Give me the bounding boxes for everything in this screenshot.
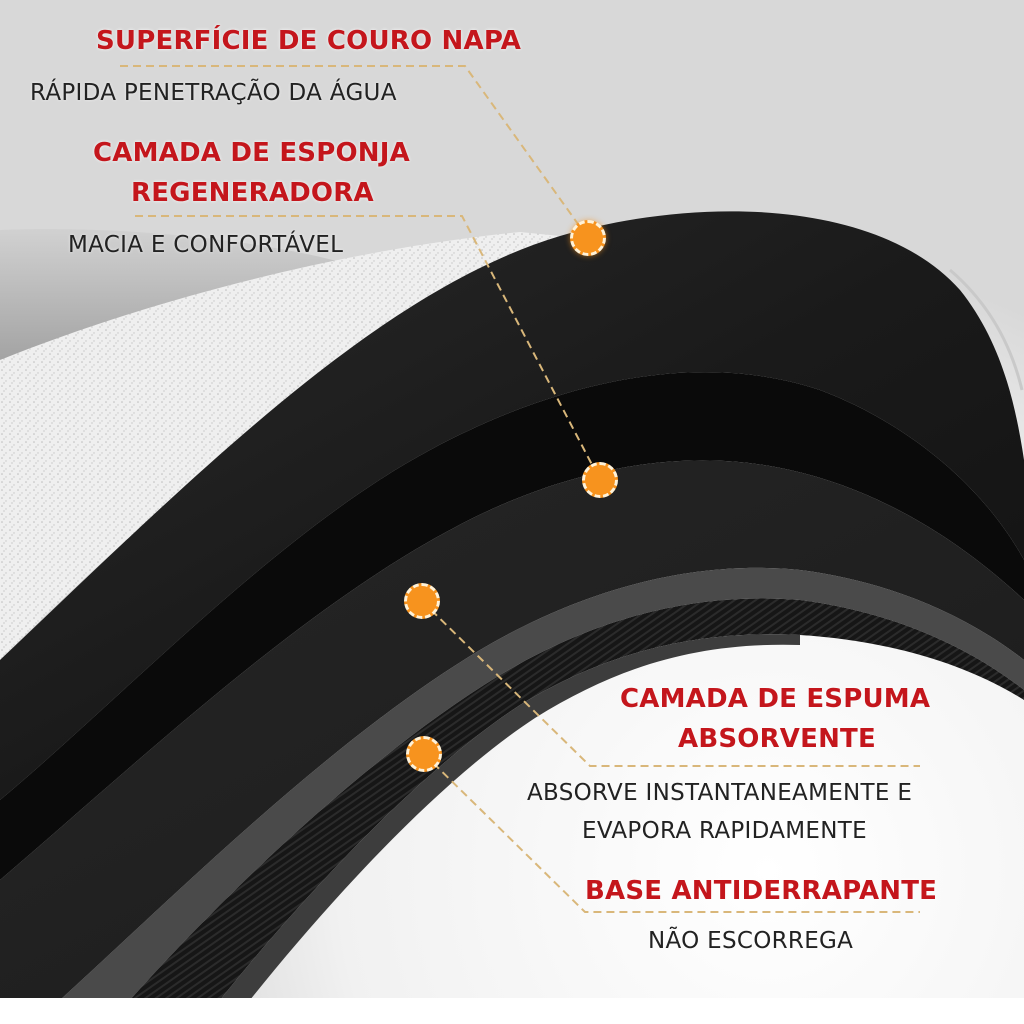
surface-description: RÁPIDA PENETRAÇÃO DA ÁGUA [30, 80, 397, 106]
surface-marker-icon [570, 220, 606, 256]
foam-description-line-2: EVAPORA RAPIDAMENTE [582, 818, 867, 844]
sponge-title-line-2: REGENERADORA [131, 178, 374, 208]
sponge-description: MACIA E CONFORTÁVEL [68, 232, 344, 258]
sponge-title-line-1: CAMADA DE ESPONJA [93, 138, 410, 168]
base-title: BASE ANTIDERRAPANTE [585, 876, 938, 906]
foam-title-line-2: ABSORVENTE [678, 724, 876, 754]
foam-marker-icon [404, 583, 440, 619]
sponge-marker-icon [582, 462, 618, 498]
foam-description-line-1: ABSORVE INSTANTANEAMENTE E [527, 780, 913, 806]
surface-title: SUPERFÍCIE DE COURO NAPA [96, 26, 522, 56]
foam-title-line-1: CAMADA DE ESPUMA [620, 684, 931, 714]
base-marker-icon [406, 736, 442, 772]
base-description: NÃO ESCORREGA [648, 928, 854, 954]
